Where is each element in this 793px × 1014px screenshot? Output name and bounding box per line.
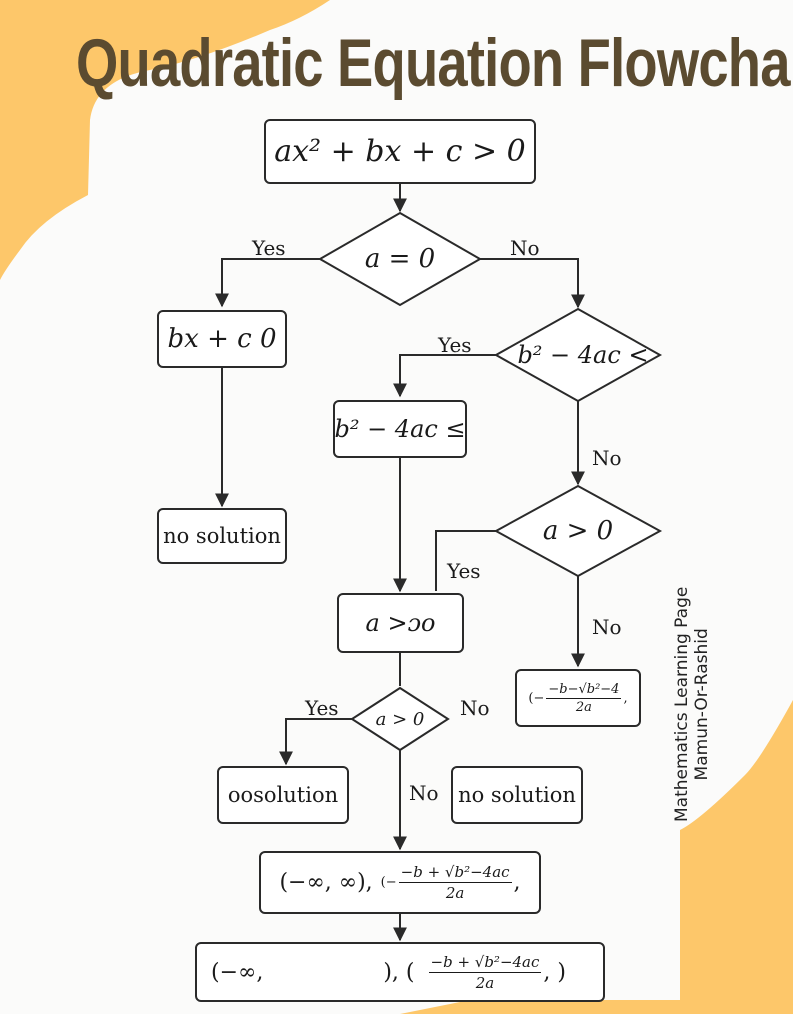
edge-disc-yes [393, 354, 496, 398]
root-partial-numerator: −b−√b²−4 [546, 681, 622, 699]
edge-agt0-yes [435, 530, 496, 591]
a-gt-bo-box: a >ɔo [337, 593, 464, 653]
edge-a-no [480, 258, 585, 309]
interval-last-numerator: −b + √b²−4ac [428, 952, 542, 973]
start-box: ax² + bx + c > 0 [264, 119, 536, 184]
credit-line-1: Mathematics Learning Page [672, 586, 692, 822]
bottom-right-blob [680, 700, 793, 1014]
interval-all-prefix: (− [380, 875, 397, 890]
no-solution-left-box: no solution [157, 508, 287, 564]
top-left-blob [0, 0, 330, 280]
interval-all-box: (−∞, ∞), (− −b + √b²−4ac 2a , [259, 851, 541, 914]
linear-box: bx + c 0 [157, 310, 287, 368]
edge-a-yes [215, 258, 320, 308]
root-partial-suffix: , [623, 690, 628, 706]
edge-label-yes-3: Yes [447, 559, 481, 583]
oo-solution-box: oosolution [217, 766, 349, 824]
edge-label-no-4: No [460, 696, 490, 720]
interval-last-box: (−∞, ), ( −b + √b²−4ac 2a , ) [195, 942, 605, 1002]
edge-label-yes-2: Yes [438, 333, 472, 357]
no-solution-mid-box: no solution [451, 766, 583, 824]
disc-le-box: b² − 4ac ≤ [333, 400, 467, 458]
edge-label-no-5: No [409, 781, 439, 805]
edge-label-no-2: No [592, 446, 622, 470]
edge-label-yes-1: Yes [252, 236, 286, 260]
bottom-right-strip [400, 1000, 793, 1014]
credit-text: Mathematics Learning Page Mamun-Or-Rashi… [672, 587, 712, 822]
interval-all-main: (−∞, ∞), [279, 870, 373, 895]
edge-label-no-3: No [592, 615, 622, 639]
interval-last-denominator: 2a [475, 973, 495, 992]
root-partial-denominator: 2a [575, 699, 592, 715]
credit-line-2: Mamun-Or-Rashid [692, 628, 712, 781]
decision-a-gt-0-right-label: a > 0 [542, 516, 614, 546]
root-partial-box: (− −b−√b²−4 2a , [515, 669, 641, 727]
edge-small-yes [279, 718, 352, 766]
decision-a-eq-0-label: a = 0 [364, 244, 436, 274]
interval-last-suffix: , ) [543, 959, 566, 985]
interval-last-mid: ), ( [383, 959, 415, 985]
edge-label-no-1: No [510, 236, 540, 260]
decision-disc-lt-label: b² − 4ac < [517, 341, 649, 369]
edge-label-yes-4: Yes [305, 696, 339, 720]
root-partial-prefix: (− [528, 690, 545, 706]
page-title: Quadratic Equation Flowchart [76, 25, 793, 101]
decision-a-eq-0-shape [317, 211, 483, 307]
interval-last-fraction: −b + √b²−4ac 2a [428, 952, 542, 992]
interval-all-fraction: −b + √b²−4ac 2a [398, 863, 512, 902]
interval-all-denominator: 2a [445, 884, 465, 902]
root-partial-fraction: −b−√b²−4 2a [546, 681, 622, 715]
interval-last-main: (−∞, [211, 959, 264, 985]
interval-all-numerator: −b + √b²−4ac [398, 863, 512, 883]
interval-all-suffix: , [513, 870, 521, 895]
decision-a-gt-0-small-label: a > 0 [375, 708, 425, 730]
